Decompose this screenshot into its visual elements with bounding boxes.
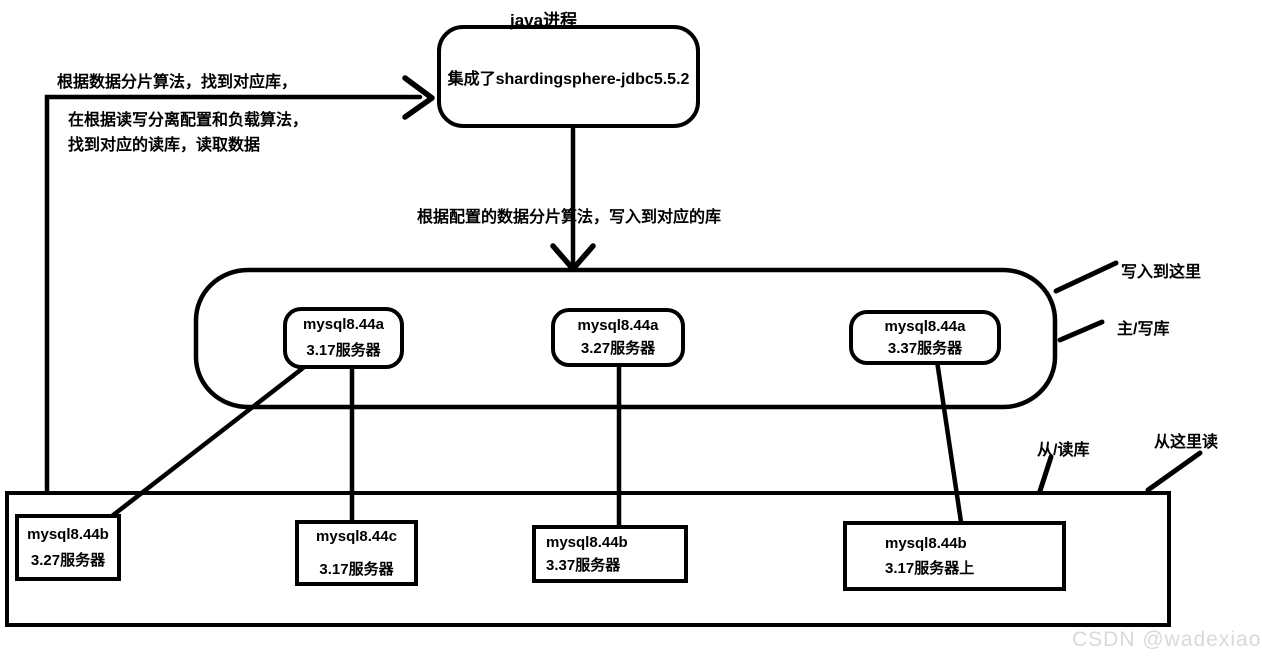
java-process-box: 集成了shardingsphere-jdbc5.5.2: [437, 25, 700, 128]
read-flow-line: [44, 94, 423, 495]
slave-node-1-name: mysql8.44b: [27, 525, 109, 543]
pointer-slave-db: [1037, 454, 1054, 494]
slave-node-2-server: 3.17服务器: [319, 560, 394, 578]
master-node-3-server: 3.37服务器: [887, 339, 963, 357]
master-node-1-server: 3.17服务器: [306, 342, 381, 359]
pointer-read-here: [1145, 450, 1203, 493]
master-group-container: [193, 267, 1058, 410]
java-box-text: 集成了shardingsphere-jdbc5.5.2: [447, 70, 690, 88]
pointer-write-here: [1053, 260, 1119, 294]
slave-node-3-name: mysql8.44b: [546, 533, 628, 551]
slave-node-2: mysql8.44c 3.17服务器: [295, 520, 418, 586]
label-read-here: 从这里读: [1154, 434, 1219, 451]
label-master-db: 主/写库: [1117, 321, 1170, 338]
watermark: CSDN @wadexiao: [1072, 628, 1262, 651]
slave-node-4: mysql8.44b 3.17服务器上: [843, 521, 1066, 591]
master-node-1: mysql8.44a 3.17服务器: [283, 307, 404, 369]
label-write-here: 写入到这里: [1121, 264, 1202, 281]
slave-node-3-server: 3.37服务器: [546, 556, 621, 574]
master-node-2: mysql8.44a 3.27服务器: [551, 308, 685, 367]
read-note-line2: 在根据读写分离配置和负载算法，: [68, 112, 309, 129]
slave-group-box: [5, 491, 1171, 627]
master-node-2-name: mysql8.44a: [577, 317, 659, 334]
slave-node-3: mysql8.44b 3.37服务器: [532, 525, 688, 583]
slave-node-2-name: mysql8.44c: [316, 527, 397, 545]
master-node-2-server: 3.27服务器: [580, 340, 656, 357]
slave-node-4-name: mysql8.44b: [885, 534, 967, 552]
slave-node-1-server: 3.27服务器: [30, 551, 106, 569]
read-flow-arrowhead-icon: [402, 75, 435, 120]
pointer-master-db: [1057, 319, 1105, 343]
write-flow-arrowhead-icon: [550, 243, 596, 272]
read-note-line1: 根据数据分片算法，找到对应库，: [57, 74, 298, 91]
write-note: 根据配置的数据分片算法，写入到对应的库: [417, 209, 722, 226]
slave-node-4-server: 3.17服务器上: [885, 559, 975, 577]
read-note-line3: 找到对应的读库，读取数据: [68, 137, 261, 154]
connector-m3-s4: [934, 358, 964, 525]
master-node-3-name: mysql8.44a: [884, 317, 966, 335]
label-slave-db: 从/读库: [1037, 442, 1090, 459]
slave-node-1: mysql8.44b 3.27服务器: [15, 514, 121, 581]
master-node-1-name: mysql8.44a: [303, 316, 384, 333]
java-process-label: java进程: [510, 11, 578, 30]
master-node-3: mysql8.44a 3.37服务器: [849, 310, 1001, 365]
